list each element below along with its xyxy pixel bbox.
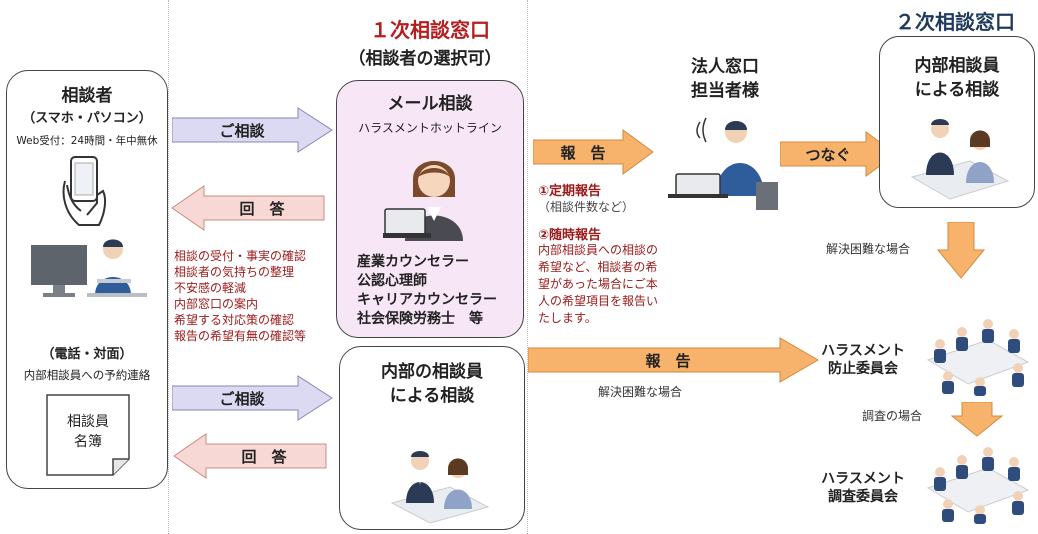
internal-consultation-box: 内部の相談員 による相談 [339, 346, 525, 530]
answer-item: 相談の受付・事実の確認 [174, 249, 307, 263]
prevention-line1: ハラスメント [821, 343, 905, 359]
committee-meeting-icon-1 [918, 310, 1034, 396]
staff-item: キャリアカウンセラー [357, 292, 497, 308]
answer-items: 相談の受付・事実の確認 相談者の気持ちの整理 不安感の軽減 内部窓口の案内 希望… [174, 248, 306, 344]
answer-arrow-2: 回 答 [172, 432, 328, 480]
down-arrow-2 [950, 402, 1004, 438]
down-arrow-1 [936, 222, 986, 280]
adhoc-line: 希望など、相談者の希 [538, 260, 658, 274]
answer-label-1: 回 答 [239, 200, 285, 218]
consultee-reserve: 内部相談員への予約連絡 [23, 368, 151, 382]
second-line2: による相談 [914, 80, 1000, 100]
consultee-web: Web受付：24時間・年中無休 [16, 135, 158, 147]
report-label-2: 報 告 [645, 352, 691, 370]
consult-arrow-2: ご相談 [172, 374, 334, 422]
mail-title: メール相談 [387, 94, 473, 114]
counselor-woman-icon [383, 149, 483, 241]
meeting-icon [390, 443, 490, 523]
roster-document-icon [45, 393, 131, 477]
consultee-title: 相談者 [61, 86, 113, 106]
committee-meeting-icon-2 [918, 438, 1034, 524]
answer-item: 希望する対応策の確認 [174, 313, 295, 327]
connect-label: つなぐ [805, 146, 851, 164]
mail-consultation-box: メール相談 ハラスメントホットライン 産業カウンセラー 公認心理師 キャリアカウ… [336, 80, 524, 338]
corporate-line2: 担当者様 [691, 81, 759, 101]
corporate-person-icon [656, 112, 780, 212]
second-consultation-box: 内部相談員 による相談 [879, 36, 1035, 208]
staff-item: 公認心理師 [357, 273, 427, 289]
answer-label-2: 回 答 [241, 448, 287, 466]
prevention-line2: 防止委員会 [828, 361, 898, 377]
consultee-phone: （電話・対面） [41, 347, 133, 362]
roster-line1: 相談員 [67, 414, 109, 430]
second-meeting-icon [910, 111, 1010, 201]
consultee-box: 相談者 （スマホ・パソコン） Web受付：24時間・年中無休 （電話・対面） 内… [6, 70, 168, 489]
report-label-1: 報 告 [560, 144, 606, 162]
report-arrow-2: 報 告 [528, 336, 820, 384]
adhoc-report-title: ②随時報告 [538, 228, 602, 243]
mail-staff-list: 産業カウンセラー 公認心理師 キャリアカウンセラー 社会保険労務士 等 [357, 253, 497, 329]
pc-user-icon [27, 235, 147, 305]
adhoc-line: 内部相談員への相談の [538, 243, 659, 257]
adhoc-line: 人の希望項目を報告い [538, 294, 659, 308]
periodic-report-title: ①定期報告 [538, 184, 602, 199]
consult-arrow-1: ご相談 [172, 106, 334, 154]
consultee-device: （スマホ・パソコン） [22, 111, 152, 126]
answer-arrow-1: 回 答 [170, 184, 326, 232]
second-window-title: ２次相談窓口 [895, 10, 1015, 34]
answer-item: 相談者の気持ちの整理 [174, 265, 295, 279]
adhoc-report-lines: 内部相談員への相談の 希望など、相談者の希 望があった場合にご本 人の希望項目を… [538, 242, 658, 327]
answer-item: 報告の希望有無の確認等 [174, 329, 307, 343]
consult-label-1: ご相談 [219, 122, 265, 140]
divider-left [168, 0, 169, 534]
answer-item: 不安感の軽減 [174, 281, 247, 295]
answer-item: 内部窓口の案内 [174, 297, 259, 311]
second-line1: 内部相談員 [914, 56, 1000, 76]
roster-line2: 名簿 [74, 434, 102, 450]
investigate-note: 調査の場合 [862, 409, 923, 423]
connect-arrow: つなぐ [780, 130, 898, 178]
periodic-report-detail: （相談件数など） [538, 200, 635, 214]
difficult-note-1: 解決困難な場合 [826, 242, 911, 256]
corporate-line1: 法人窓口 [691, 57, 759, 77]
adhoc-line: 望があった場合にご本 [538, 277, 658, 291]
internal-line1: 内部の相談員 [381, 362, 483, 382]
staff-item: 産業カウンセラー [357, 254, 469, 270]
mail-subtitle: ハラスメントホットライン [358, 121, 502, 135]
investigation-line2: 調査委員会 [828, 489, 898, 505]
difficult-note-2: 解決困難な場合 [598, 385, 683, 399]
report-arrow-1: 報 告 [533, 128, 655, 176]
divider-right [527, 0, 528, 534]
investigation-line1: ハラスメント [821, 471, 905, 487]
internal-line2: による相談 [389, 386, 475, 406]
staff-item: 社会保険労務士 等 [357, 311, 483, 327]
first-window-subtitle: （相談者の選択可） [348, 49, 502, 69]
adhoc-line: たします。 [538, 311, 597, 325]
first-window-title: １次相談窓口 [370, 18, 490, 42]
smartphone-icon [57, 155, 117, 235]
consult-label-2: ご相談 [219, 390, 265, 408]
